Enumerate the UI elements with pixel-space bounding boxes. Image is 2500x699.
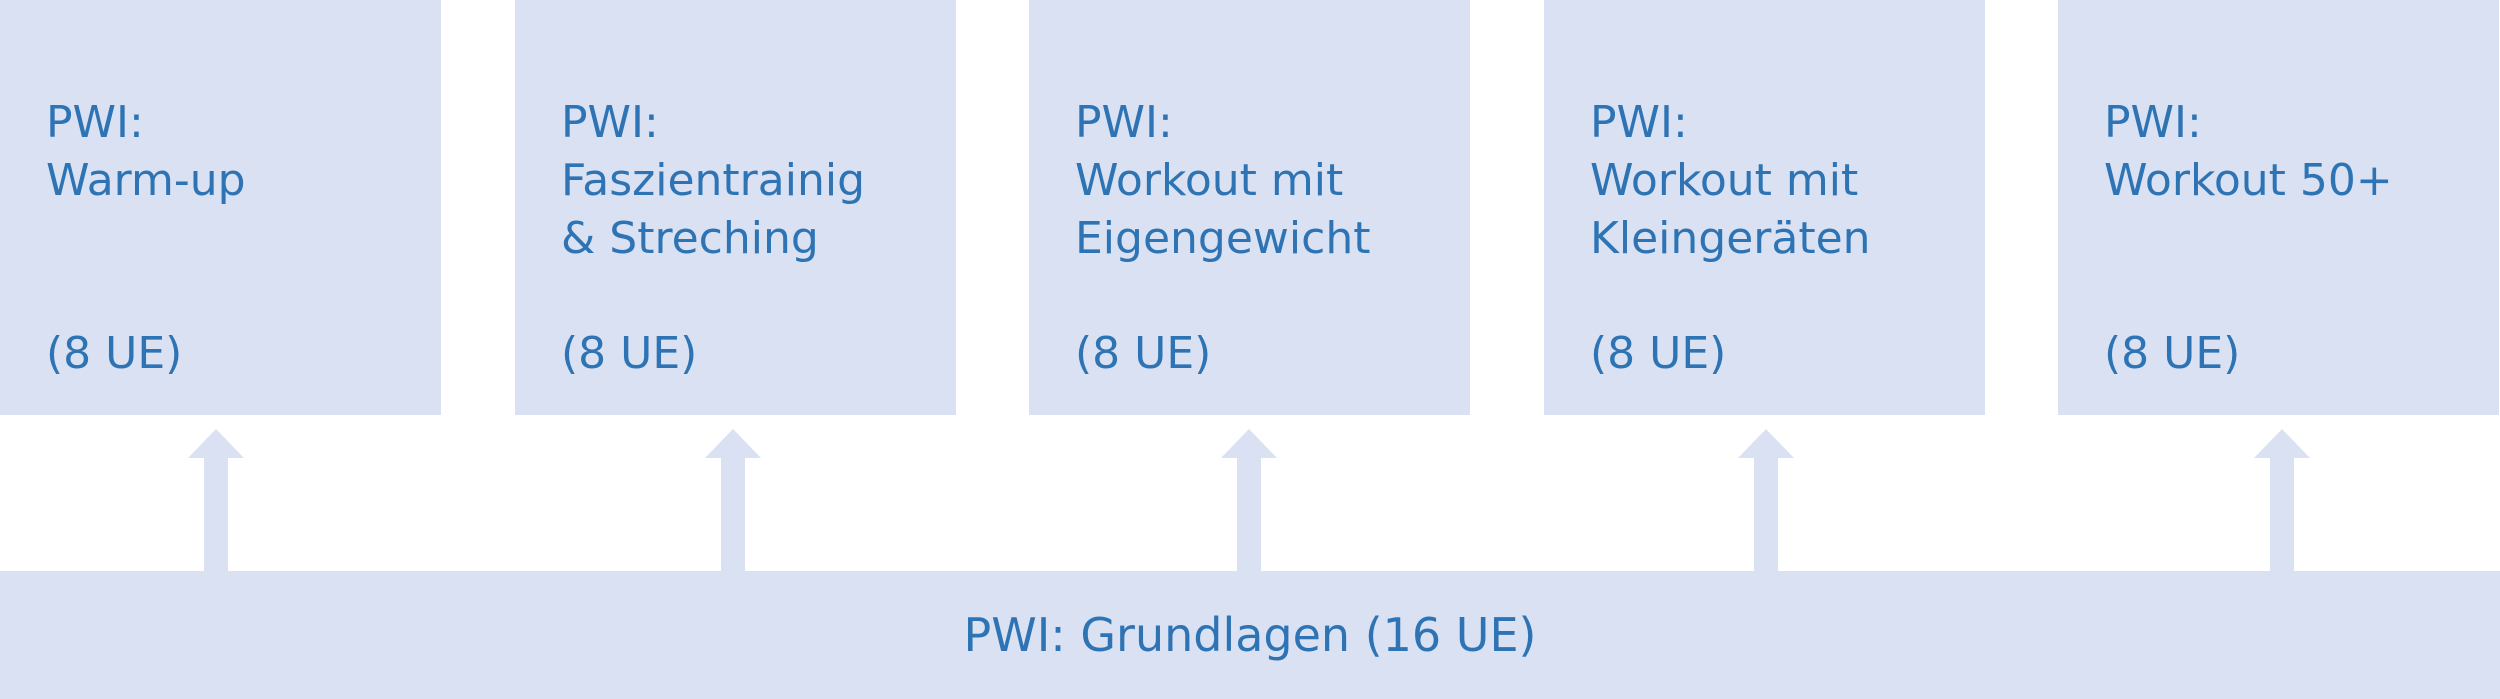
module-title-line: Eigengewicht bbox=[1075, 213, 1371, 264]
module-title-line: PWI: bbox=[2104, 97, 2202, 148]
module-box-eigengewicht: PWI: Workout mit Eigengewicht (8 UE) bbox=[1029, 0, 1470, 415]
module-hours: (8 UE) bbox=[1590, 328, 1727, 379]
module-title-line: Warm-up bbox=[46, 155, 246, 206]
module-hours: (8 UE) bbox=[2104, 328, 2241, 379]
module-title-line: PWI: bbox=[1590, 97, 1688, 148]
module-box-kleingeraeten: PWI: Workout mit Kleingeräten (8 UE) bbox=[1544, 0, 1985, 415]
module-title-line: PWI: bbox=[561, 97, 659, 148]
module-title-line: & Streching bbox=[561, 213, 819, 264]
arrow-up-icon bbox=[1738, 429, 1794, 571]
foundation-box: PWI: Grundlagen (16 UE) bbox=[0, 571, 2500, 699]
module-title-line: PWI: bbox=[1075, 97, 1173, 148]
module-title-line: Faszientrainig bbox=[561, 155, 866, 206]
module-title-line: Workout mit bbox=[1075, 155, 1344, 206]
arrow-up-icon bbox=[188, 429, 244, 571]
module-title-line: Workout mit bbox=[1590, 155, 1859, 206]
module-hours: (8 UE) bbox=[46, 328, 183, 379]
module-hours: (8 UE) bbox=[1075, 328, 1212, 379]
module-box-faszientraining: PWI: Faszientrainig & Streching (8 UE) bbox=[515, 0, 956, 415]
module-title-line: Workout 50+ bbox=[2104, 155, 2393, 206]
module-title-line: PWI: bbox=[46, 97, 144, 148]
module-title: PWI: Workout mit Eigengewicht bbox=[1075, 94, 1370, 268]
module-title: PWI: Workout 50+ bbox=[2104, 94, 2393, 210]
module-hours: (8 UE) bbox=[561, 328, 698, 379]
arrow-up-icon bbox=[2254, 429, 2310, 571]
module-title: PWI: Faszientrainig & Streching bbox=[561, 94, 865, 268]
module-box-warm-up: PWI: Warm-up (8 UE) bbox=[0, 0, 441, 415]
module-box-workout-50plus: PWI: Workout 50+ (8 UE) bbox=[2058, 0, 2499, 415]
arrow-up-icon bbox=[1221, 429, 1277, 571]
module-title-line: Kleingeräten bbox=[1590, 213, 1871, 264]
module-title: PWI: Warm-up bbox=[46, 94, 246, 210]
foundation-label: PWI: Grundlagen (16 UE) bbox=[963, 608, 1537, 662]
arrow-up-icon bbox=[705, 429, 761, 571]
module-title: PWI: Workout mit Kleingeräten bbox=[1590, 94, 1871, 268]
